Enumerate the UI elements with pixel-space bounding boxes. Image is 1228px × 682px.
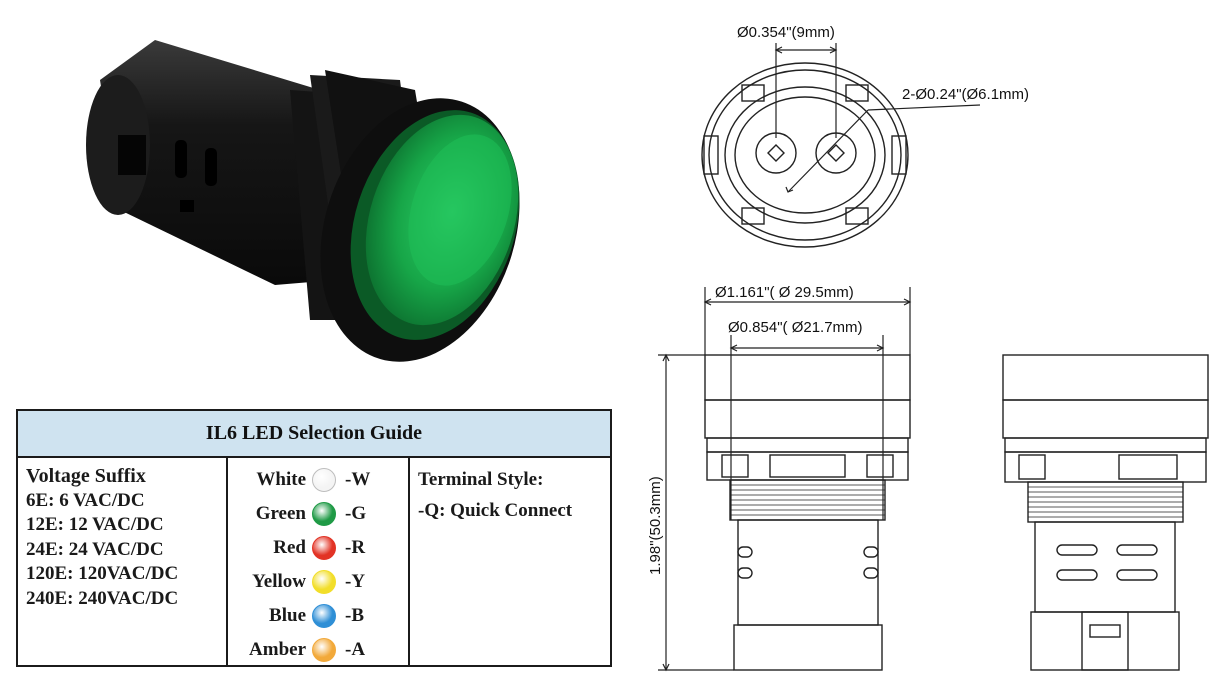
blue-led-icon	[312, 604, 336, 628]
led-color-row: Blue -B	[228, 600, 410, 634]
led-color-code: -R	[345, 537, 366, 558]
led-color-name: Yellow	[252, 571, 306, 592]
amber-led-icon	[312, 638, 336, 662]
voltage-item: 240E: 240VAC/DC	[26, 587, 179, 609]
led-color-row: Green -G	[228, 498, 410, 532]
white-led-icon	[312, 468, 336, 492]
yellow-led-icon	[312, 570, 336, 594]
voltage-item: 6E: 6 VAC/DC	[26, 489, 145, 511]
red-led-icon	[312, 536, 336, 560]
voltage-item: 12E: 12 VAC/DC	[26, 514, 164, 535]
led-color-name: Amber	[249, 639, 306, 660]
voltage-suffix-column: Voltage Suffix 6E: 6 VAC/DC 12E: 12 VAC/…	[18, 458, 228, 665]
voltage-item: 120E: 120VAC/DC	[26, 563, 179, 584]
terminal-style-column: Terminal Style: -Q: Quick Connect	[410, 458, 610, 665]
led-color-row: Yellow -Y	[228, 566, 410, 600]
led-color-name: Red	[273, 537, 306, 558]
led-color-row: White -W	[228, 464, 410, 498]
led-color-name: Blue	[269, 605, 306, 626]
led-color-name: Green	[255, 503, 306, 524]
dim-terminal-spacing: Ø0.354"(9mm)	[737, 24, 835, 41]
voltage-item: 24E: 24 VAC/DC	[26, 538, 164, 560]
dim-terminal-holes: 2-Ø0.24"(Ø6.1mm)	[902, 86, 1029, 103]
led-color-code: -B	[345, 605, 364, 626]
dim-overall-height: 1.98"(50.3mm)	[647, 476, 664, 575]
green-led-icon	[312, 502, 336, 526]
voltage-suffix-title: Voltage Suffix	[26, 465, 146, 487]
led-color-row: Red -R	[228, 532, 410, 566]
terminal-style-title: Terminal Style:	[418, 469, 544, 490]
guide-title: IL6 LED Selection Guide	[18, 411, 610, 458]
product-photo	[86, 40, 520, 362]
led-color-name: White	[256, 469, 306, 490]
led-color-row: Amber -A	[228, 634, 410, 668]
led-color-code: -W	[345, 469, 371, 490]
led-color-code: -G	[345, 503, 367, 524]
terminal-style-item: -Q: Quick Connect	[418, 499, 573, 521]
front-view-drawing: Ø1.161"( Ø 29.5mm) Ø0.854"( Ø21.7mm) 1.9…	[647, 284, 912, 672]
led-color-code: -A	[345, 639, 366, 660]
selection-guide-table: IL6 LED Selection Guide Voltage Suffix 6…	[16, 409, 612, 667]
top-view-drawing: Ø0.354"(9mm) 2-Ø0.24"(Ø6.1mm)	[701, 24, 1029, 248]
led-color-code: -Y	[345, 571, 366, 592]
side-view-drawing	[1002, 354, 1209, 671]
rear-body	[86, 40, 335, 285]
dim-inner-diameter: Ø0.854"( Ø21.7mm)	[728, 319, 863, 336]
led-color-column: White -W Green -G Red -R Yellow -Y Blue …	[228, 458, 410, 665]
dim-outer-diameter: Ø1.161"( Ø 29.5mm)	[715, 284, 854, 301]
